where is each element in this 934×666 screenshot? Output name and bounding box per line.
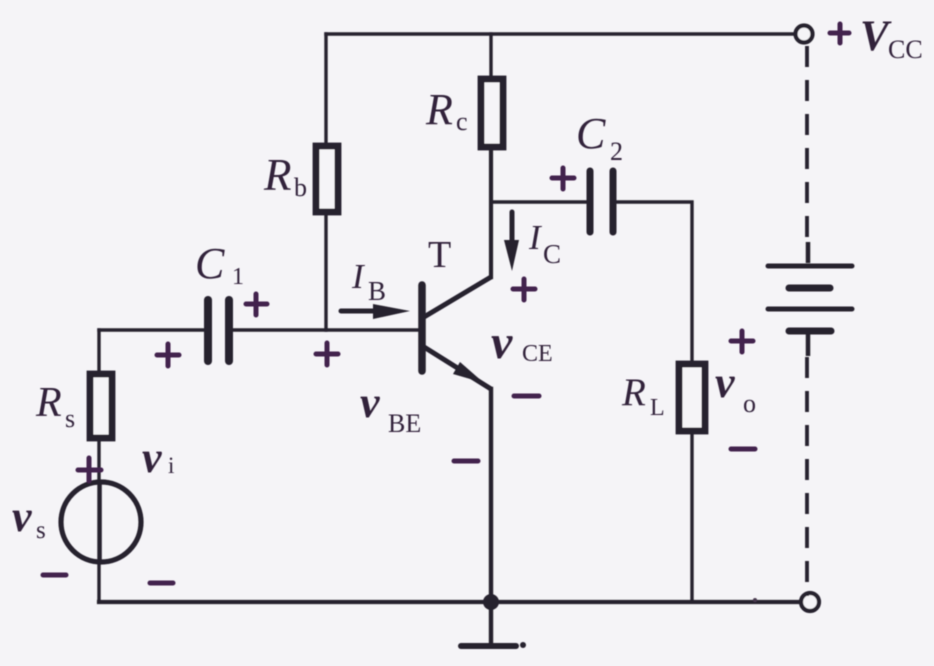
svg-text:s: s — [36, 517, 46, 544]
svg-text:b: b — [294, 173, 307, 202]
svg-text:v: v — [12, 492, 32, 541]
svg-text:V: V — [860, 13, 892, 60]
svg-text:B: B — [368, 276, 386, 306]
svg-text:v: v — [715, 358, 735, 407]
svg-text:v: v — [360, 378, 380, 427]
svg-text:CE: CE — [522, 341, 553, 367]
svg-text:i: i — [168, 453, 174, 478]
svg-text:BE: BE — [388, 409, 421, 438]
svg-text:I: I — [528, 218, 543, 257]
svg-text:T: T — [428, 234, 451, 276]
svg-text:v: v — [491, 316, 513, 369]
svg-text:v: v — [142, 433, 162, 482]
svg-text:R: R — [425, 85, 453, 134]
svg-text:c: c — [456, 107, 468, 136]
svg-text:o: o — [743, 389, 756, 418]
svg-text:1: 1 — [232, 264, 244, 290]
svg-text:C: C — [543, 239, 561, 269]
svg-text:C: C — [195, 239, 225, 288]
svg-text:2: 2 — [610, 137, 623, 166]
svg-text:R: R — [35, 380, 62, 426]
svg-text:s: s — [65, 404, 75, 433]
svg-text:I: I — [351, 257, 366, 296]
svg-text:L: L — [650, 395, 665, 421]
svg-text:R: R — [263, 150, 292, 200]
svg-text:CC: CC — [888, 35, 923, 64]
svg-text:C: C — [576, 109, 606, 158]
svg-text:R: R — [621, 371, 646, 414]
